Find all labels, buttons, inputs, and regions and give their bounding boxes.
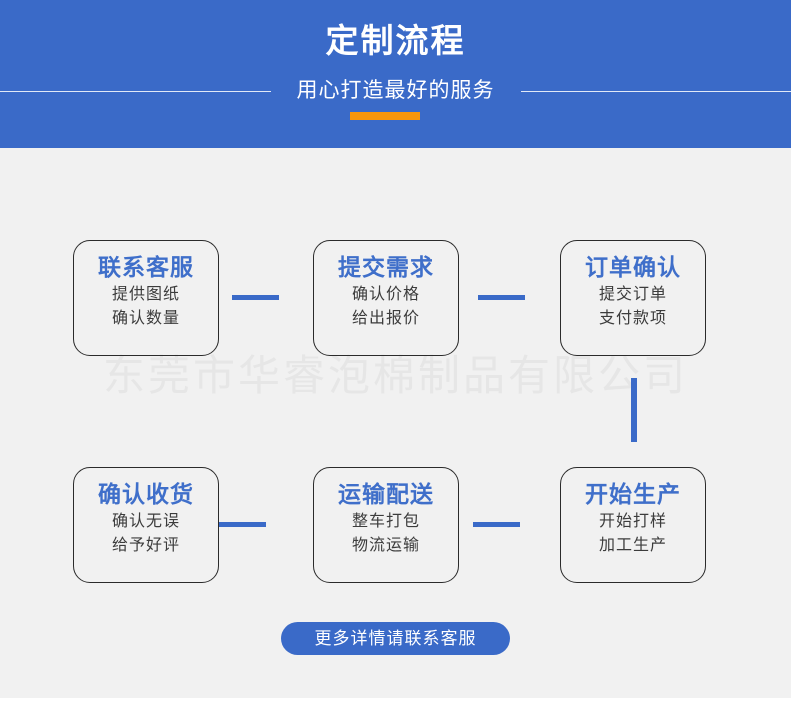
connector-step2-step3 xyxy=(478,295,525,300)
flow-card-line-1: 提供图纸 xyxy=(111,286,180,303)
flow-card-line-2: 给予好评 xyxy=(111,537,180,554)
connector-step3-step4 xyxy=(631,378,637,442)
flow-card-title: 提交需求 xyxy=(338,254,434,280)
flow-card-shipping-delivery[interactable]: 运输配送 整车打包 物流运输 xyxy=(313,467,459,583)
flow-card-title: 订单确认 xyxy=(585,254,681,280)
flow-card-line-1: 确认无误 xyxy=(111,513,180,530)
connector-step4-step5 xyxy=(473,522,520,527)
flow-card-line-2: 支付款项 xyxy=(598,310,667,327)
connector-step5-step6 xyxy=(219,522,266,527)
connector-step1-step2 xyxy=(232,295,279,300)
page-subtitle: 用心打造最好的服务 xyxy=(296,79,495,102)
subtitle-rule-left xyxy=(0,90,271,92)
flow-card-contact-service[interactable]: 联系客服 提供图纸 确认数量 xyxy=(73,240,219,356)
flow-card-title: 联系客服 xyxy=(98,254,194,280)
flow-card-line-2: 确认数量 xyxy=(111,310,180,327)
flow-card-title: 开始生产 xyxy=(585,481,681,507)
flow-card-title: 确认收货 xyxy=(98,481,194,507)
subtitle-row: 用心打造最好的服务 xyxy=(0,74,791,108)
flow-card-submit-requirement[interactable]: 提交需求 确认价格 给出报价 xyxy=(313,240,459,356)
flow-card-line-1: 提交订单 xyxy=(598,286,667,303)
flow-card-line-1: 开始打样 xyxy=(598,513,667,530)
header-banner: 定制流程 用心打造最好的服务 xyxy=(0,0,791,148)
flow-card-line-1: 整车打包 xyxy=(351,513,420,530)
flow-card-title: 运输配送 xyxy=(338,481,434,507)
flow-card-order-confirm[interactable]: 订单确认 提交订单 支付款项 xyxy=(560,240,706,356)
subtitle-rule-right xyxy=(520,90,791,92)
flow-card-confirm-receipt[interactable]: 确认收货 确认无误 给予好评 xyxy=(73,467,219,583)
flow-card-line-2: 给出报价 xyxy=(351,310,420,327)
page-title: 定制流程 xyxy=(325,22,466,59)
flow-card-start-production[interactable]: 开始生产 开始打样 加工生产 xyxy=(560,467,706,583)
bottom-strip xyxy=(0,698,791,703)
flow-card-line-2: 加工生产 xyxy=(598,537,667,554)
flow-card-line-2: 物流运输 xyxy=(351,537,420,554)
contact-service-button[interactable]: 更多详情请联系客服 xyxy=(281,622,510,655)
company-watermark: 东莞市华睿泡棉制品有限公司 xyxy=(102,352,688,399)
accent-underline-bar xyxy=(350,112,420,120)
flow-card-line-1: 确认价格 xyxy=(351,286,420,303)
